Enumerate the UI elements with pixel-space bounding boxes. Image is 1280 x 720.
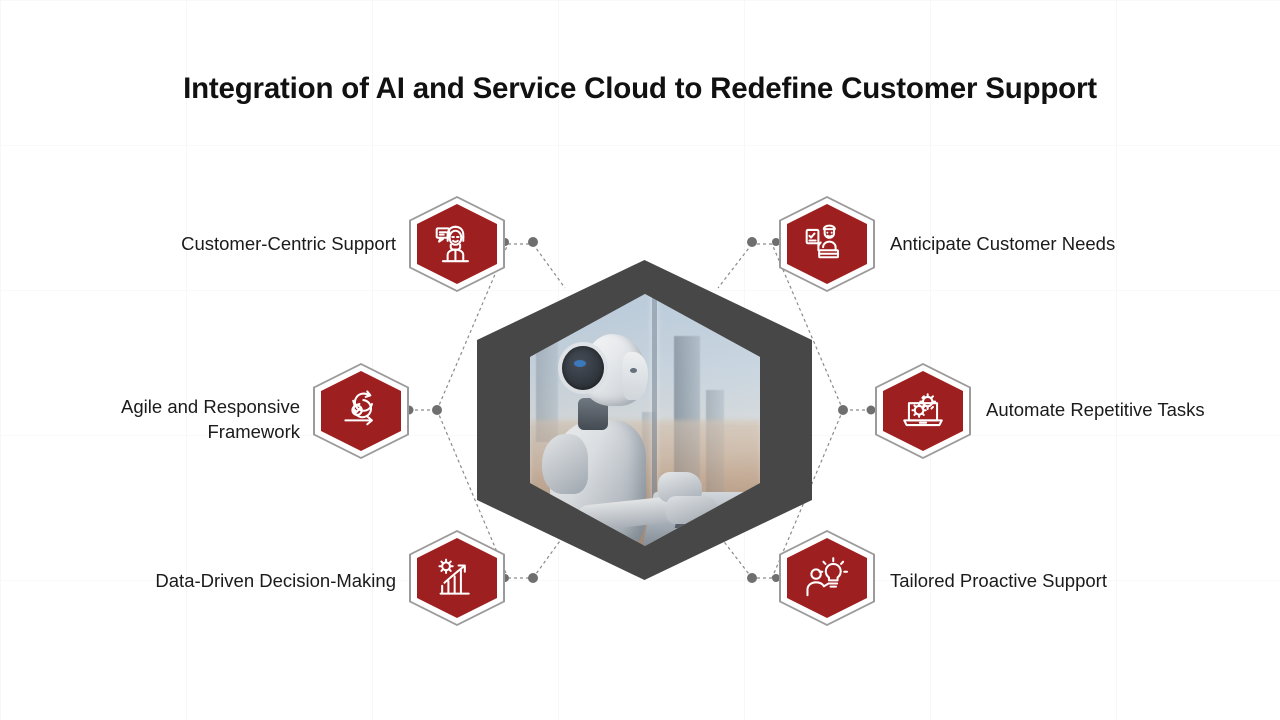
hexagon-fill — [417, 204, 497, 284]
robot-figure — [530, 294, 760, 546]
person-checklist-icon — [805, 224, 839, 259]
label-customer-centric-support: Customer-Centric Support — [181, 233, 396, 254]
node-data-driven-decision-making[interactable] — [409, 530, 505, 626]
headset-support-agent-icon — [435, 225, 469, 263]
node-automate-repetitive-tasks[interactable] — [875, 363, 971, 459]
hexagon-fill — [321, 371, 401, 451]
hexagon-fill — [883, 371, 963, 451]
bar-chart-growth-gear-icon — [438, 558, 470, 595]
label-anticipate-customer-needs: Anticipate Customer Needs — [890, 233, 1116, 254]
laptop-gears-icon — [903, 393, 943, 427]
agile-cycle-arrows-icon — [344, 390, 373, 426]
label-agile-and-responsive-framework: Agile and Responsive Framework — [121, 396, 300, 442]
node-agile-and-responsive-framework[interactable] — [313, 363, 409, 459]
node-anticipate-customer-needs[interactable] — [779, 196, 875, 292]
center-hexagon — [477, 260, 812, 580]
person-lightbulb-idea-icon — [806, 557, 849, 597]
node-tailored-proactive-support[interactable] — [779, 530, 875, 626]
label-data-driven-decision-making: Data-Driven Decision-Making — [155, 570, 396, 591]
label-automate-repetitive-tasks: Automate Repetitive Tasks — [986, 399, 1205, 420]
label-tailored-proactive-support: Tailored Proactive Support — [890, 570, 1107, 591]
node-customer-centric-support[interactable] — [409, 196, 505, 292]
page-title: Integration of AI and Service Cloud to R… — [183, 72, 1097, 105]
